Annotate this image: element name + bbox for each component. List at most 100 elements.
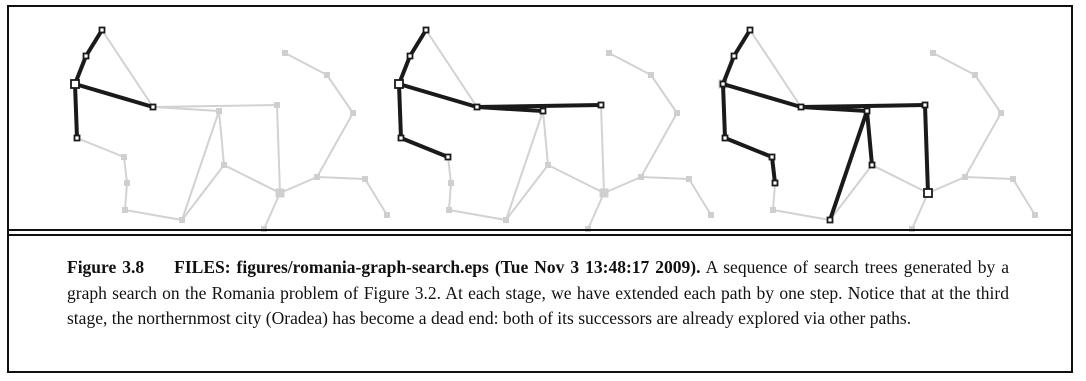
figure-label: Figure 3.8 xyxy=(67,257,145,277)
graph-node-drobeta xyxy=(446,207,452,213)
tree-node-zerind xyxy=(82,52,90,60)
graph-edge-oradea-sibiu xyxy=(749,29,802,108)
graph-edge-bucharest-giurgiu xyxy=(587,192,605,230)
graph-node-neamt xyxy=(930,50,936,56)
graph-node-drobeta xyxy=(770,207,776,213)
graph-edge-hirsova-eforie xyxy=(364,178,388,216)
graph-edge-bucharest-urziceni xyxy=(279,176,318,194)
graph-edge-rimnicu-craiova xyxy=(181,110,220,221)
figure-frame xyxy=(7,5,1073,373)
graph-edge-iasi-neamt xyxy=(608,52,652,76)
graph-node-pitesti xyxy=(545,162,551,168)
figure-files-line: FILES: figures/romania-graph-search.eps … xyxy=(174,257,701,277)
tree-edge-arad-sibiu xyxy=(73,82,155,109)
tree-node-oradea xyxy=(422,26,430,34)
tree-edge-rimnicu-pitesti xyxy=(865,109,874,167)
tree-edge-zerind-oradea xyxy=(732,28,752,58)
graph-edge-urziceni-vaslui xyxy=(640,112,678,178)
graph-edge-pitesti-bucharest xyxy=(223,164,281,194)
graph-node-rimnicu xyxy=(216,108,222,114)
graph-node-lugoj xyxy=(121,154,127,160)
tree-node-arad xyxy=(394,79,404,89)
graph-node-neamt xyxy=(282,50,288,56)
tree-edge-zerind-oradea xyxy=(408,28,428,58)
graph-edge-mehadia-drobeta xyxy=(772,182,776,211)
tree-node-timisoara xyxy=(397,134,405,142)
graph-edge-drobeta-craiova xyxy=(448,209,507,221)
tree-edge-zerind-oradea xyxy=(84,28,104,58)
tree-edge-lugoj-mehadia xyxy=(770,155,777,185)
caption-divider-bottom xyxy=(9,234,1071,236)
graph-edge-urziceni-hirsova xyxy=(640,176,690,180)
tree-node-oradea xyxy=(98,26,106,34)
figure-graphics xyxy=(19,17,1069,237)
tree-edge-arad-sibiu xyxy=(397,82,479,109)
graph-edge-bucharest-giurgiu xyxy=(263,192,281,230)
graph-edge-fagaras-bucharest xyxy=(276,104,281,194)
graph-edge-urziceni-hirsova xyxy=(316,176,366,180)
graph-node-iasi xyxy=(972,72,978,78)
graph-edge-hirsova-eforie xyxy=(688,178,712,216)
tree-edge-arad-sibiu xyxy=(721,82,803,109)
graph-node-eforie xyxy=(1032,212,1038,218)
graph-node-vaslui xyxy=(674,110,680,116)
graph-node-mehadia xyxy=(448,180,454,186)
graph-edge-mehadia-drobeta xyxy=(448,182,452,211)
graph-edge-hirsova-eforie xyxy=(1012,178,1036,216)
tree-node-rimnicu xyxy=(863,107,871,115)
tree-node-zerind xyxy=(406,52,414,60)
tree-node-mehadia xyxy=(771,179,779,187)
graph-node-bucharest xyxy=(599,188,609,198)
tree-node-lugoj xyxy=(444,153,452,161)
graph-edge-pitesti-bucharest xyxy=(547,164,605,194)
tree-node-timisoara xyxy=(721,134,729,142)
graph-edge-urziceni-vaslui xyxy=(964,112,1002,178)
graph-edge-sibiu-rimnicu xyxy=(152,106,220,112)
graph-edge-rimnicu-pitesti xyxy=(542,110,549,166)
tree-edge-timisoara-lugoj xyxy=(723,136,774,159)
tree-node-zerind xyxy=(730,52,738,60)
graph-edge-oradea-sibiu xyxy=(101,29,154,108)
graph-node-eforie xyxy=(384,212,390,218)
graph-node-iasi xyxy=(324,72,330,78)
graph-edge-iasi-neamt xyxy=(932,52,976,76)
graph-node-vaslui xyxy=(350,110,356,116)
figure-caption-body: A sequence of search trees generated by … xyxy=(67,257,1009,328)
tree-node-sibiu xyxy=(797,103,805,111)
tree-edge-timisoara-lugoj xyxy=(399,136,450,159)
graph-node-urziceni xyxy=(638,174,644,180)
graph-node-iasi xyxy=(648,72,654,78)
tree-node-arad xyxy=(70,79,80,89)
graph-node-urziceni xyxy=(962,174,968,180)
graph-node-eforie xyxy=(708,212,714,218)
graph-edge-vaslui-iasi xyxy=(974,74,1002,114)
graph-node-craiova xyxy=(179,217,185,223)
graph-edge-rimnicu-pitesti xyxy=(218,110,225,166)
tree-node-fagaras xyxy=(921,101,929,109)
graph-node-drobeta xyxy=(122,207,128,213)
graph-edge-vaslui-iasi xyxy=(650,74,678,114)
graph-edge-craiova-pitesti xyxy=(181,164,225,221)
tree-node-lugoj xyxy=(768,153,776,161)
romania-search-trees-figure xyxy=(70,26,1038,232)
tree-node-sibiu xyxy=(149,103,157,111)
tree-node-arad xyxy=(719,80,727,88)
search-panel-3 xyxy=(718,26,1038,232)
tree-node-rimnicu xyxy=(539,107,547,115)
graph-edge-bucharest-urziceni xyxy=(603,176,642,194)
tree-edge-fagaras-bucharest xyxy=(923,103,930,195)
graph-node-craiova xyxy=(503,217,509,223)
graph-node-mehadia xyxy=(124,180,130,186)
graph-node-vaslui xyxy=(998,110,1004,116)
tree-node-craiova xyxy=(826,216,834,224)
graph-node-hirsova xyxy=(1010,176,1016,182)
graph-edge-bucharest-urziceni xyxy=(927,176,966,194)
caption-divider-top xyxy=(9,229,1071,231)
graph-edge-bucharest-giurgiu xyxy=(911,192,929,230)
tree-node-sibiu xyxy=(473,103,481,111)
graph-edge-urziceni-vaslui xyxy=(316,112,354,178)
tree-node-timisoara xyxy=(73,134,81,142)
graph-edge-drobeta-craiova xyxy=(772,209,831,221)
tree-edge-sibiu-rimnicu xyxy=(475,105,545,113)
tree-edge-rimnicu-craiova xyxy=(828,109,869,222)
